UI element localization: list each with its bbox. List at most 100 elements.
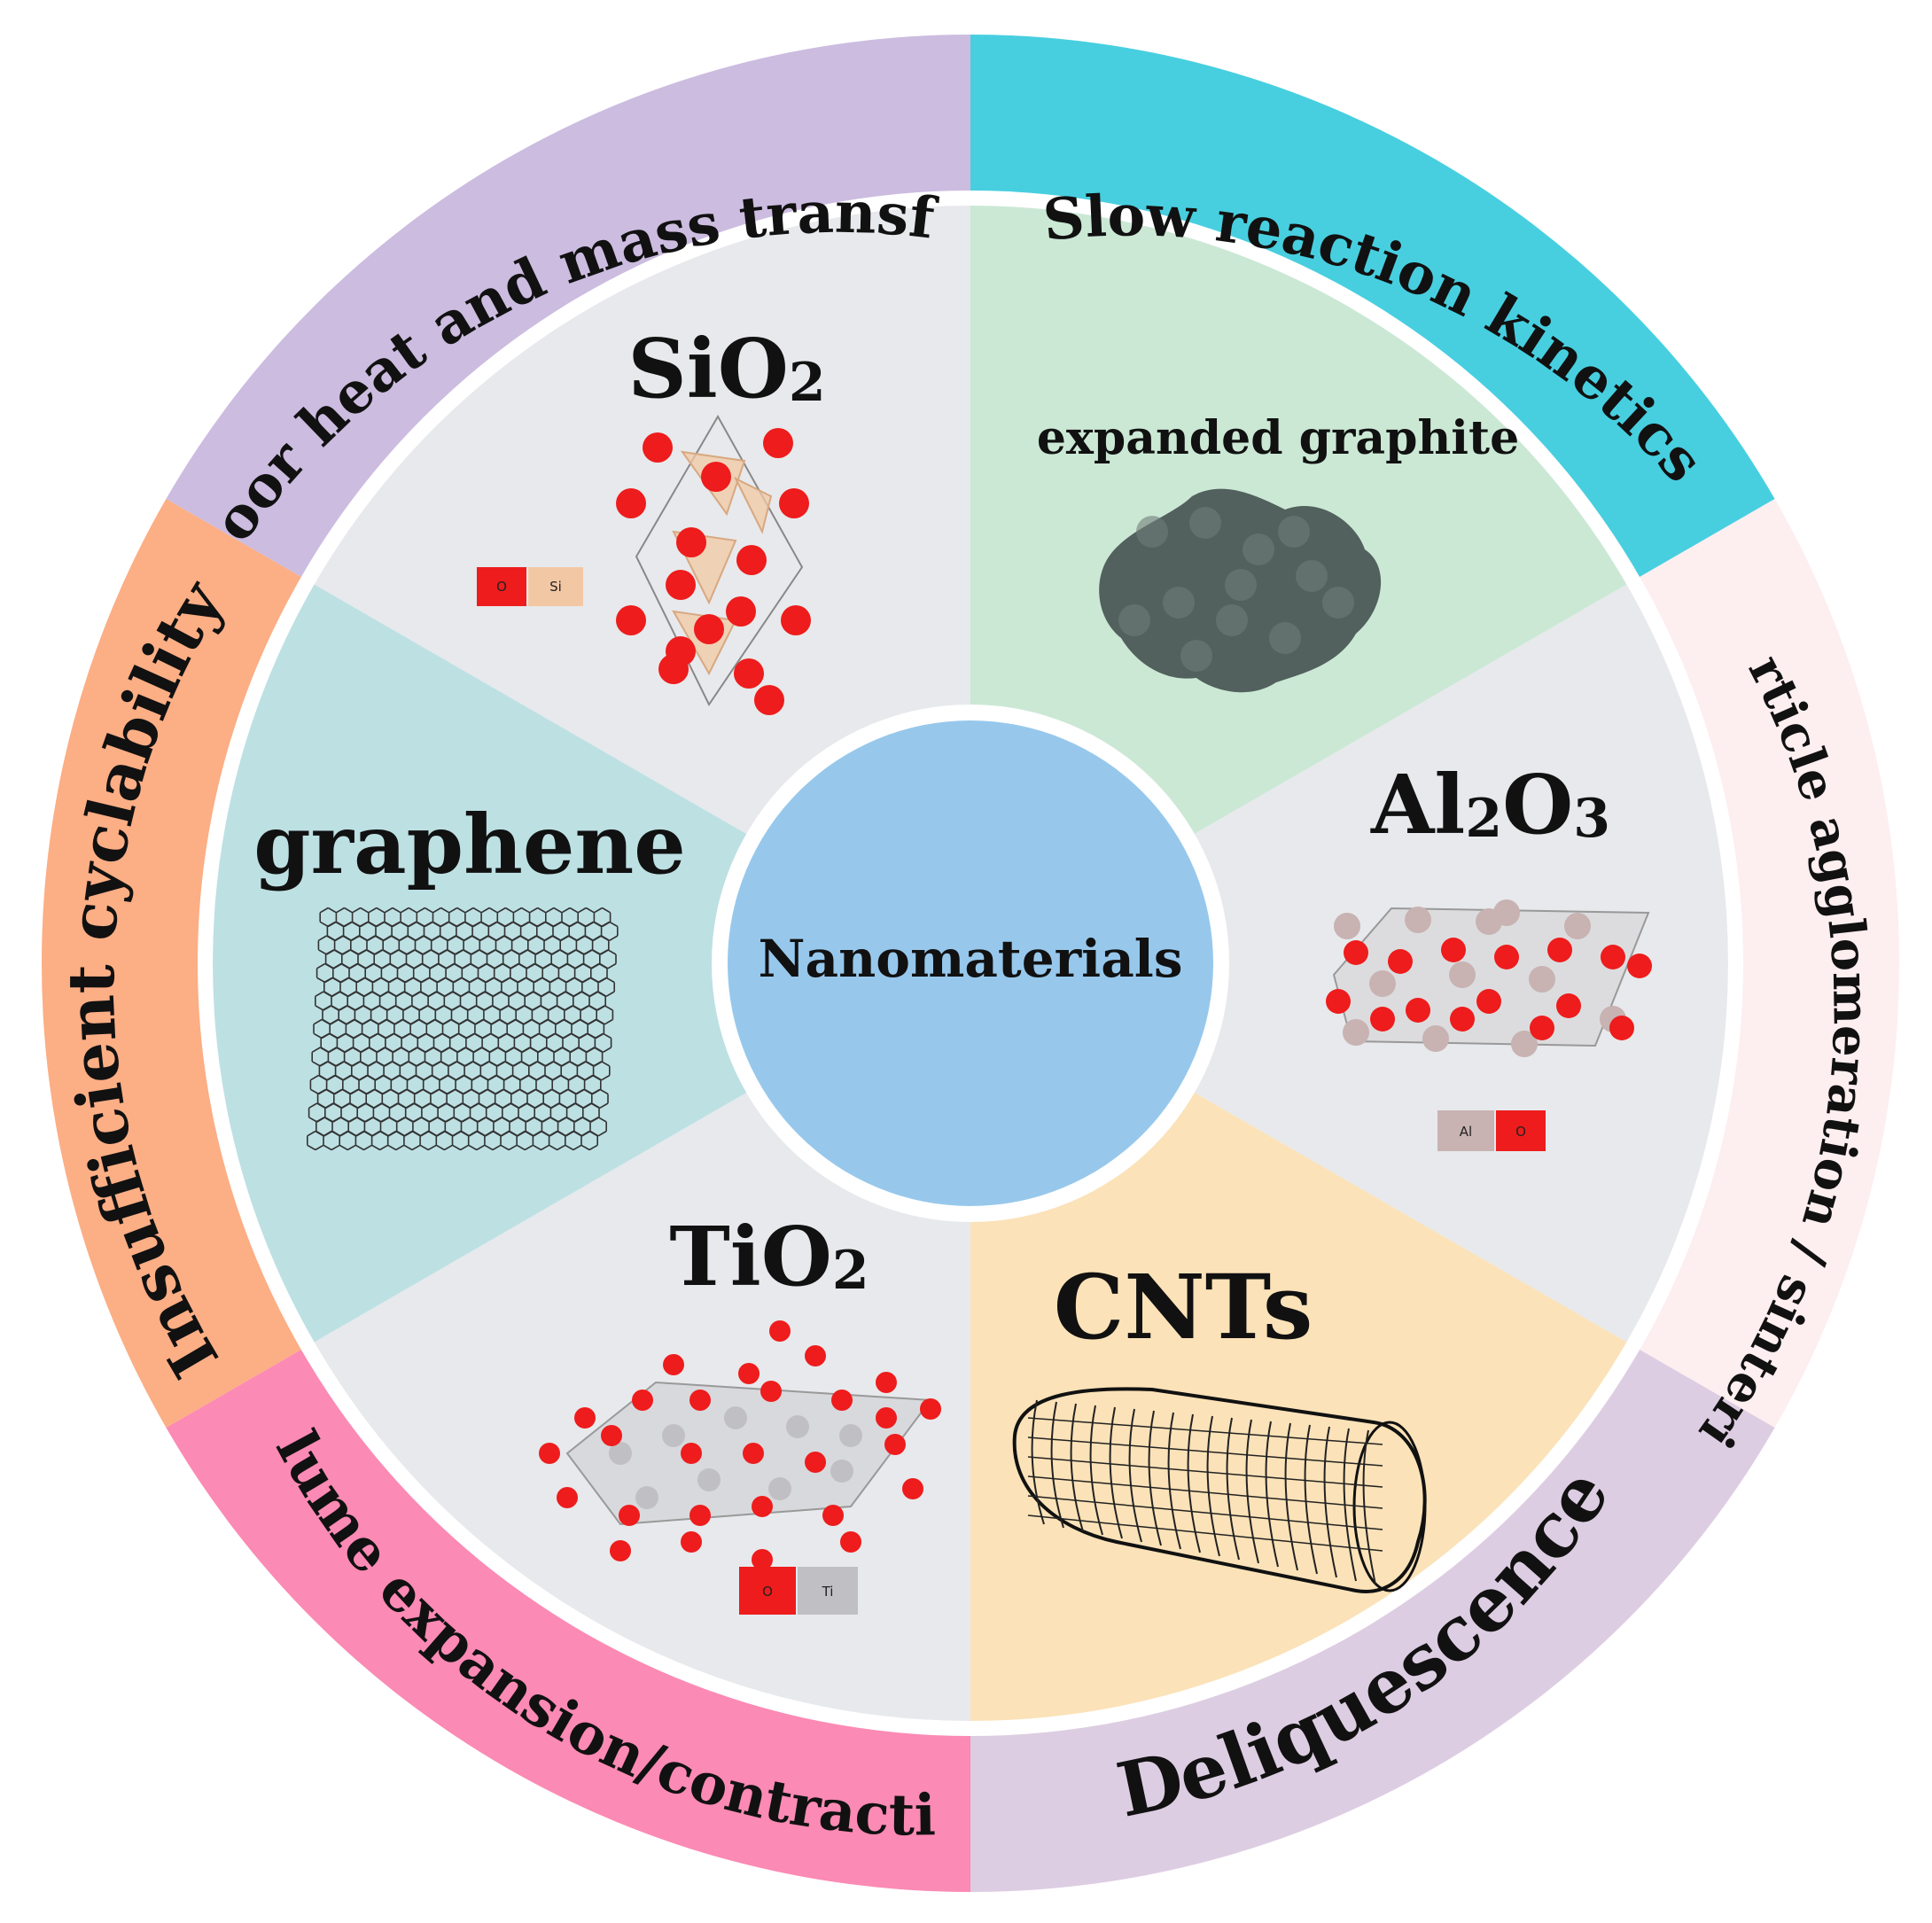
oxygen-atom — [754, 685, 784, 715]
legend-oxygen-label: O — [762, 1584, 773, 1600]
cnt-lattice-line — [1089, 1405, 1103, 1536]
graphite-texture — [1163, 587, 1195, 619]
aluminum-atom — [1334, 913, 1360, 939]
oxygen-atom — [1556, 993, 1581, 1018]
al2o3-legend: Al O — [1437, 1110, 1546, 1151]
oxygen-atom — [666, 570, 696, 600]
oxygen-atom — [769, 1320, 791, 1342]
oxygen-atom — [1388, 949, 1413, 974]
aluminum-atom — [1405, 907, 1431, 933]
center-label: Nanomaterials — [759, 929, 1183, 989]
titanium-atom — [830, 1460, 853, 1483]
graphite-texture — [1118, 604, 1150, 636]
oxygen-atom — [760, 1381, 782, 1402]
cnt-lattice-line — [1027, 1475, 1383, 1509]
cnt-lattice-line — [1167, 1412, 1181, 1550]
cnt-lattice-line — [1031, 1399, 1045, 1525]
graphene-label: graphene — [253, 797, 686, 892]
al2o3-crystal-structure — [1326, 899, 1652, 1057]
sio2-crystal-structure — [616, 414, 811, 715]
cnt-lattice-line — [1027, 1495, 1383, 1530]
oxygen-atom — [1476, 989, 1501, 1014]
oxygen-atom — [1530, 1016, 1554, 1040]
graphene-group: graphene — [253, 797, 686, 1151]
oxygen-atom — [1326, 989, 1351, 1014]
cnt-lattice-line — [1027, 1417, 1383, 1445]
oxygen-atom — [1547, 938, 1572, 962]
legend-oxygen-label: O — [1515, 1124, 1526, 1140]
oxygen-atom — [632, 1390, 653, 1411]
oxygen-atom — [681, 1531, 702, 1553]
oxygen-atom — [884, 1434, 906, 1455]
titanium-atom — [635, 1486, 658, 1509]
aluminum-atom — [1343, 1019, 1369, 1046]
oxygen-atom — [663, 1354, 684, 1375]
cnt-lattice-line — [1206, 1415, 1220, 1557]
aluminum-atom — [1511, 1031, 1538, 1057]
oxygen-atom — [694, 614, 724, 644]
titanium-atom — [839, 1424, 862, 1447]
oxygen-atom — [539, 1443, 560, 1464]
expanded-graphite-label: expanded graphite — [1037, 411, 1519, 465]
oxygen-atom — [736, 545, 767, 575]
oxygen-atom — [779, 488, 809, 518]
cnt-lattice-line — [1323, 1426, 1337, 1578]
graphite-texture — [1296, 560, 1328, 592]
oxygen-atom — [734, 658, 764, 689]
legend-oxygen-swatch — [1496, 1110, 1546, 1151]
oxygen-atom — [726, 596, 756, 627]
cnt-lattice-line — [1070, 1403, 1084, 1532]
sector-al2o3 — [970, 584, 1728, 1343]
legend-oxygen-swatch — [477, 567, 526, 606]
tio2-label: TiO2 — [669, 1209, 869, 1304]
sio2-tetrahedron — [733, 476, 773, 534]
titanium-atom — [609, 1442, 632, 1465]
graphite-texture — [1243, 533, 1274, 565]
graphite-texture — [1180, 640, 1212, 672]
cnt-lattice-line — [1187, 1413, 1201, 1553]
oxygen-atom — [643, 432, 673, 463]
aluminum-atom — [1564, 913, 1591, 939]
carbon-nanotube-image — [1012, 1387, 1427, 1593]
oxygen-atom — [1627, 954, 1652, 978]
oxygen-atom — [738, 1363, 760, 1384]
center-circle — [728, 720, 1213, 1206]
oxygen-atom — [822, 1505, 844, 1526]
graphene-sheet-image — [307, 907, 619, 1151]
cnt-lattice-line — [1027, 1436, 1383, 1467]
oxygen-atom — [1370, 1007, 1395, 1032]
oxygen-atom — [1344, 940, 1368, 965]
oxygen-atom — [1494, 945, 1519, 969]
legend-oxygen-swatch — [739, 1567, 796, 1615]
graphite-texture — [1189, 507, 1221, 539]
cnt-lattice-line — [1343, 1428, 1357, 1582]
cnt-lattice-line — [1304, 1424, 1318, 1575]
tio2-crystal-structure — [539, 1320, 941, 1570]
oxygen-atom — [701, 462, 731, 492]
cnt-lattice-line — [1050, 1401, 1064, 1529]
oxygen-atom — [752, 1496, 773, 1517]
cnt-lattice-line — [1027, 1514, 1383, 1552]
oxygen-atom — [876, 1372, 897, 1393]
titanium-atom — [786, 1415, 809, 1438]
tio2-group: TiO2 O Ti — [539, 1209, 941, 1615]
graphite-texture — [1136, 516, 1168, 548]
oxygen-atom — [743, 1443, 764, 1464]
cnt-lattice-line — [1109, 1406, 1123, 1539]
legend-aluminum-label: Al — [1460, 1124, 1472, 1140]
sio2-label: SiO2 — [627, 321, 825, 417]
oxygen-atom — [763, 428, 793, 458]
al2o3-group: Al2O3 Al O — [1326, 757, 1652, 1151]
al2o3-label: Al2O3 — [1370, 757, 1610, 853]
oxygen-atom — [616, 605, 646, 635]
graphite-texture — [1216, 604, 1248, 636]
graphene-lattice — [307, 907, 619, 1151]
graphite-texture — [1225, 569, 1257, 601]
oxygen-atom — [876, 1407, 897, 1429]
graphite-texture — [1322, 587, 1354, 619]
legend-aluminum-swatch — [1437, 1110, 1494, 1151]
oxygen-atom — [689, 1505, 711, 1526]
sector-graphene — [213, 584, 970, 1343]
aluminum-atom — [1422, 1025, 1449, 1052]
